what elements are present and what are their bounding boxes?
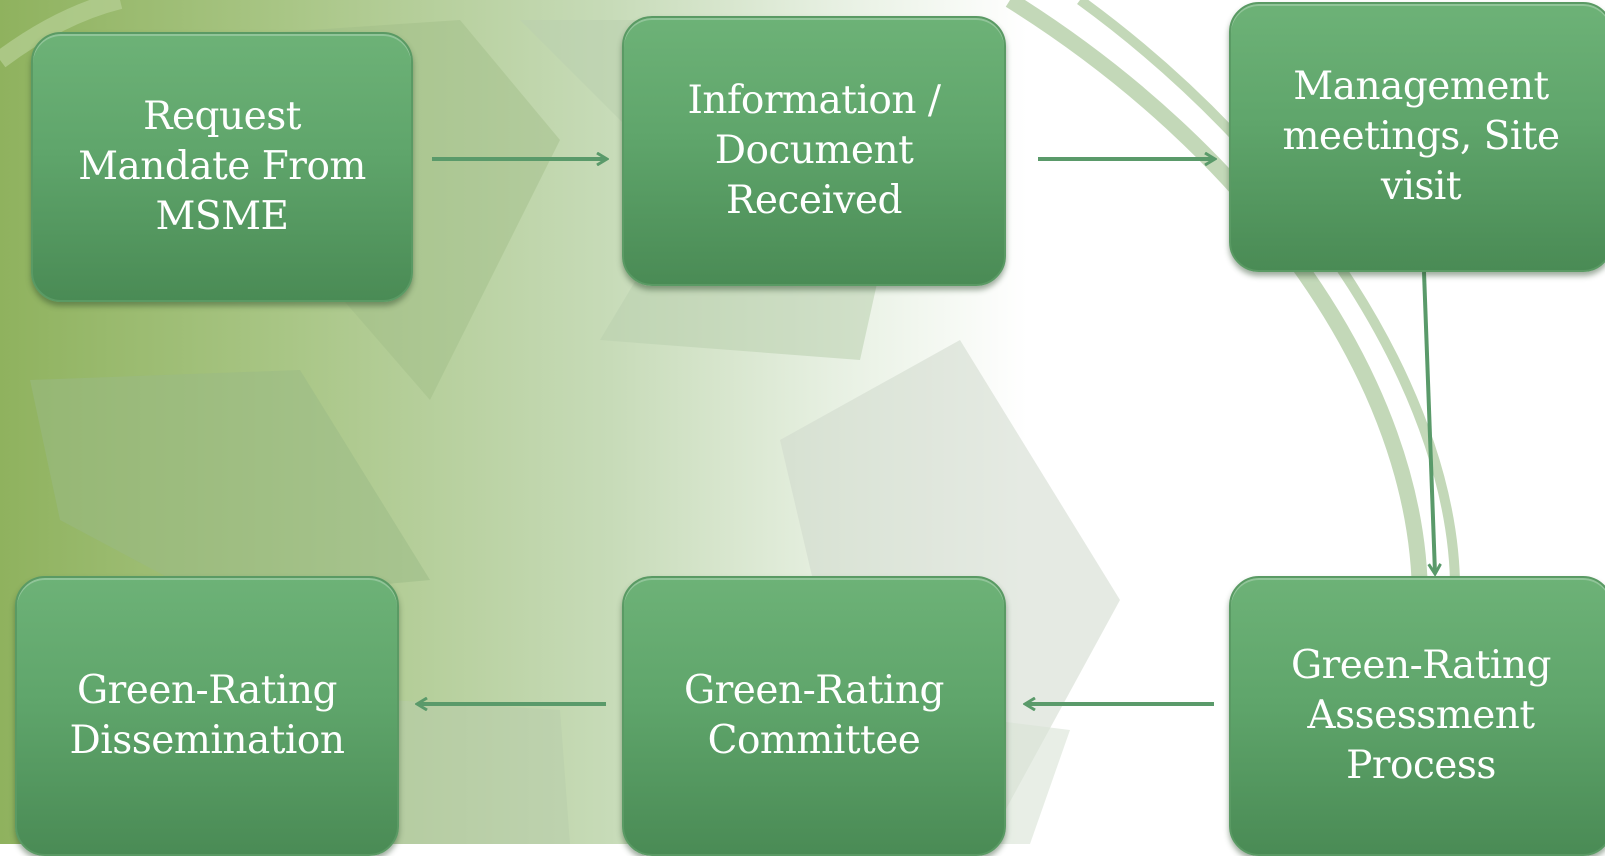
step-information-received: Information / Document Received	[622, 16, 1006, 286]
step-label: Request Mandate From MSME	[78, 94, 366, 239]
step-rating-committee: Green-Rating Committee	[622, 576, 1006, 856]
step-assessment-process: Green-Rating Assessment Process	[1229, 576, 1605, 856]
step-management-meetings: Management meetings, Site visit	[1229, 2, 1605, 272]
step-label: Management meetings, Site visit	[1282, 64, 1560, 209]
watermark-arc-1	[1005, 0, 1428, 601]
watermark-arc-2	[1077, 0, 1461, 601]
step-request-mandate: Request Mandate From MSME	[31, 32, 413, 302]
watermark-arrow-left	[30, 370, 430, 600]
step-label: Green-Rating Committee	[684, 668, 945, 763]
step-label: Green-Rating Assessment Process	[1291, 643, 1552, 788]
arrow-management-to-assessment	[1422, 271, 1435, 573]
step-rating-dissemination: Green-Rating Dissemination	[15, 576, 399, 856]
step-label: Green-Rating Dissemination	[69, 668, 345, 763]
step-label: Information / Document Received	[687, 78, 941, 223]
watermark-arc-3	[0, 0, 123, 68]
watermark-arrow-bottom	[380, 700, 570, 844]
